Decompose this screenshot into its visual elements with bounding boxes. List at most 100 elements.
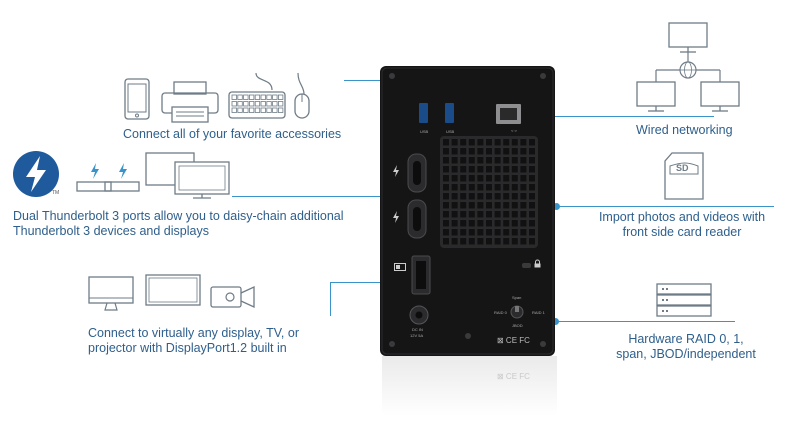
keyboard-key (272, 94, 278, 100)
device-reflection (382, 356, 557, 416)
keyboard-key (243, 101, 249, 107)
mouse-icon (294, 72, 310, 119)
fan-grille-hole (477, 166, 484, 173)
fan-grille-hole (529, 238, 535, 245)
fan-grille-hole (511, 238, 518, 245)
fan-grille-hole (451, 229, 458, 236)
fan-grille-hole (503, 175, 510, 182)
fan-grille-hole (511, 193, 518, 200)
imac-display-icon (88, 276, 134, 311)
keyboard-key (266, 94, 272, 100)
fan-grille-hole (468, 202, 475, 209)
certification-marks: ⊠ CE FC (497, 336, 530, 345)
thunderbolt-port-icon-1 (393, 165, 399, 177)
fan-grille-hole (460, 148, 467, 155)
connector-dot-card (553, 203, 560, 210)
keyboard-key (243, 107, 249, 113)
keyboard-key (254, 94, 261, 100)
ethernet-port-label: <·> (511, 128, 518, 133)
fan-grille-hole (451, 238, 458, 245)
fan-grille-hole (468, 211, 475, 218)
keyboard-key (248, 101, 255, 107)
dc-in-label-1: DC IN (412, 327, 423, 332)
daisy-chain-drive-icon-2 (104, 163, 140, 192)
usb-port-label-1: USB (420, 129, 429, 134)
fan-grille-hole (511, 202, 518, 209)
fan-grille-hole (494, 238, 501, 245)
fan-grille-hole (443, 193, 449, 200)
connector-line-thunderbolt (232, 196, 418, 197)
caption-accessories: Connect all of your favorite accessories (123, 127, 342, 141)
fan-grille-hole (503, 202, 510, 209)
fan-grille-hole (494, 193, 501, 200)
connector-line-display-v (330, 282, 331, 316)
caption-display: Connect to virtually any display, TV, or… (88, 326, 299, 356)
fan-grille-hole (529, 139, 535, 146)
fan-grille-hole (529, 166, 535, 173)
sd-card-text: SD (676, 163, 689, 173)
fan-grille-hole (494, 175, 501, 182)
keyboard-icon (228, 72, 286, 119)
caption-thunderbolt-line2: Thunderbolt 3 devices and displays (13, 224, 209, 238)
keyboard-key (243, 94, 249, 100)
fan-grille-hole (443, 148, 449, 155)
keyboard-key (260, 94, 266, 100)
fan-grille-hole (511, 139, 518, 146)
fan-grille-hole (494, 166, 501, 173)
fan-grille-hole (511, 229, 518, 236)
fan-grille-hole (460, 157, 467, 164)
printer-icon (161, 81, 219, 123)
fan-grille-hole (529, 211, 535, 218)
connector-line-raid (555, 321, 735, 322)
fan-grille-hole (451, 184, 458, 191)
fan-grille-hole (486, 211, 492, 218)
fan-grille-hole (486, 229, 492, 236)
fan-grille-hole (520, 220, 527, 227)
fan-grille-hole (503, 184, 510, 191)
thunderbolt-trademark: TM (52, 190, 60, 196)
fan-grille-hole (460, 238, 467, 245)
fan-grille-hole (468, 220, 475, 227)
caption-card-line1: Import photos and videos with (598, 210, 766, 224)
keyboard-key (272, 107, 278, 113)
thunderbolt-dock-device (380, 66, 555, 356)
keyboard-key (237, 101, 243, 107)
reflection-marks: ⊠ CE FC (497, 372, 530, 381)
fan-grille-hole (511, 175, 518, 182)
fan-grille-hole (477, 157, 484, 164)
fan-grille-hole (477, 184, 484, 191)
smartphone-icon (124, 78, 150, 120)
fan-grille-hole (468, 157, 475, 164)
raid-server-icon (656, 283, 712, 317)
tv-icon (145, 274, 201, 306)
projector-camera-icon (210, 285, 255, 309)
fan-grille-hole (503, 211, 510, 218)
thunderbolt-logo-icon (13, 151, 59, 197)
fan-grille-hole (486, 175, 492, 182)
fan-grille-hole (494, 157, 501, 164)
fan-grille-hole (468, 166, 475, 173)
fan-grille-hole (443, 220, 449, 227)
fan-grille-hole (468, 229, 475, 236)
keyboard-key (254, 107, 261, 113)
fan-grille-hole (477, 229, 484, 236)
fan-grille-hole (529, 175, 535, 182)
fan-grille-hole (451, 220, 458, 227)
fan-grille-hole (529, 184, 535, 191)
thunderbolt-port-icon-2 (393, 211, 399, 223)
fan-grille-hole (511, 184, 518, 191)
keyboard-key (260, 101, 266, 107)
caption-thunderbolt: Dual Thunderbolt 3 ports allow you to da… (13, 209, 344, 239)
fan-grille-hole (451, 157, 458, 164)
fan-grille-hole (460, 229, 467, 236)
fan-grille-hole (477, 202, 484, 209)
fan-grille-hole (529, 220, 535, 227)
fan-grille-hole (468, 148, 475, 155)
fan-grille-hole (477, 139, 484, 146)
fan-grille-hole (520, 202, 527, 209)
fan-grille-hole (460, 220, 467, 227)
fan-grille-hole (460, 211, 467, 218)
usb-port-label-2: USB (446, 129, 455, 134)
fan-grille-hole (451, 148, 458, 155)
keyboard-key (248, 94, 255, 100)
